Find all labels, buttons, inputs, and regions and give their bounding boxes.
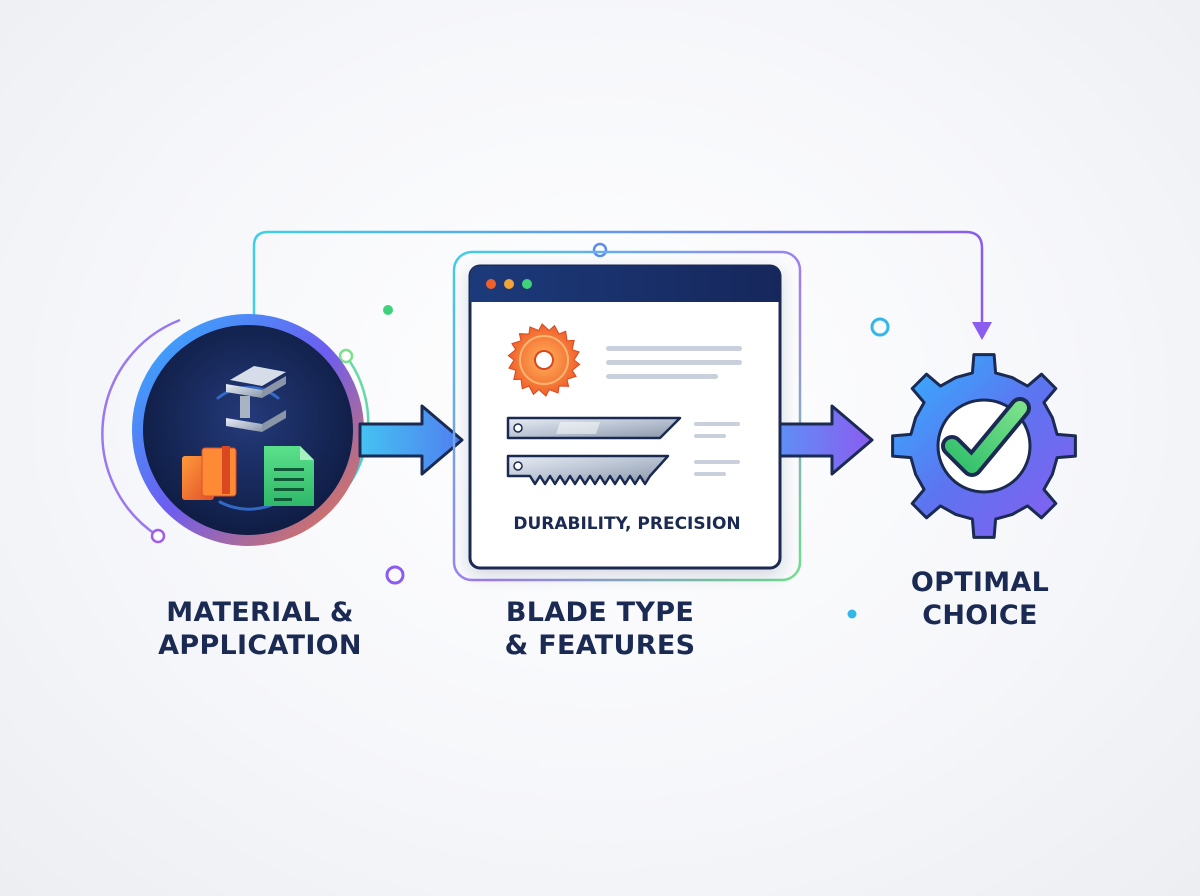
book-icon (182, 446, 237, 500)
materials-icon (101, 314, 370, 546)
decorative-dots (383, 305, 890, 619)
blade-window-icon (452, 250, 802, 582)
gear-check-icon (891, 353, 1077, 539)
step-label-line: MATERIAL & (166, 597, 354, 628)
step-label-line: BLADE TYPE (505, 597, 695, 628)
document-icon (264, 446, 314, 506)
arrow-right-icon (778, 404, 874, 476)
arrow-right-icon (358, 404, 464, 476)
step-label-material: MATERIAL & APPLICATION (110, 596, 410, 662)
step-label-optimal: OPTIMAL CHOICE (860, 566, 1100, 632)
panel-caption: DURABILITY, PRECISION (513, 514, 741, 534)
text-lines (606, 346, 742, 379)
step-label-blade: BLADE TYPE & FEATURES (460, 596, 740, 662)
step-label-line: OPTIMAL (910, 567, 1050, 598)
i-beam-icon (226, 366, 286, 432)
text-lines (694, 422, 740, 438)
step-label-line: CHOICE (922, 600, 1038, 631)
text-lines (694, 460, 740, 476)
step-label-line: APPLICATION (158, 630, 362, 661)
straight-blade-icon (506, 416, 682, 440)
circular-saw-blade-icon (507, 323, 581, 397)
step-label-line: & FEATURES (504, 630, 696, 661)
serrated-blade-icon (506, 454, 670, 486)
